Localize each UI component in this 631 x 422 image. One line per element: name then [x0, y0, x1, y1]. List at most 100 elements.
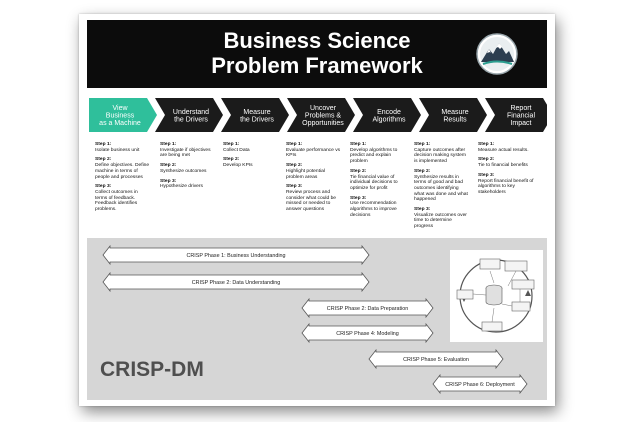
step-text: Measure actual results.	[478, 147, 529, 153]
stage-label-line: as a Machine	[99, 120, 141, 127]
steps-column-2: Step 1:Investigate if objectives are bei…	[160, 142, 216, 194]
step-text: Use recommendation algorithms to improve…	[350, 201, 397, 218]
crisp-cycle-diagram	[450, 250, 543, 342]
crisp-phase-arrow-5: CRISP Phase 5: Evaluation	[368, 348, 504, 370]
step-heading: Step 2:	[160, 163, 177, 169]
step-heading: Step 1:	[286, 142, 303, 147]
crisp-phase-label: CRISP Phase 2: Data Understanding	[192, 280, 281, 286]
stage-label-line: Encode	[377, 109, 401, 116]
crisp-phase-label: CRISP Phase 2: Data Preparation	[327, 306, 408, 312]
crisp-phase-label: CRISP Phase 5: Evaluation	[403, 357, 469, 363]
step-item: Step 1:Measure actual results.	[478, 142, 534, 153]
step-text: Define objectives. Define machine in ter…	[95, 163, 150, 180]
step-text: Collect outcomes in terms of feedback. F…	[95, 189, 138, 213]
step-heading: Step 2:	[414, 168, 431, 174]
step-item: Step 3:Collect outcomes in terms of feed…	[95, 184, 151, 213]
crisp-phase-label: CRISP Phase 1: Business Understanding	[186, 253, 285, 259]
step-heading: Step 2:	[223, 157, 240, 163]
mountain-logo-icon	[476, 33, 518, 75]
step-item: Step 3:Review process and consider what …	[286, 184, 342, 213]
title-line-2: Problem Framework	[211, 53, 423, 78]
step-heading: Step 3:	[478, 172, 495, 178]
step-heading: Step 1:	[223, 142, 240, 147]
crisp-phase-arrow-4: CRISP Phase 4: Modeling	[301, 322, 434, 344]
step-item: Step 3:Use recommendation algorithms to …	[350, 196, 406, 219]
stage-label-line: Understand	[173, 109, 209, 116]
step-heading: Step 2:	[95, 157, 112, 163]
step-text: Report financial benefit of algorithms t…	[478, 178, 534, 195]
step-item: Step 1:Evaluate performance vs KPIs	[286, 142, 342, 159]
steps-column-5: Step 1:Develop algorithms to predict and…	[350, 142, 406, 222]
step-heading: Step 3:	[414, 207, 431, 213]
stage-label-line: Report	[510, 105, 531, 112]
step-text: Isolate business unit	[95, 147, 140, 153]
step-text: Tie financial value of individual decisi…	[350, 174, 398, 191]
step-heading: Step 3:	[160, 178, 177, 184]
step-item: Step 1:Capture outcomes after decision m…	[414, 142, 470, 165]
stage-label-line: Problems &	[305, 113, 342, 120]
step-heading: Step 1:	[160, 142, 177, 147]
stage-label-line: View	[112, 105, 128, 112]
stage-label-line: the Drivers	[174, 116, 208, 123]
crisp-phase-arrow-2: CRISP Phase 2: Data Understanding	[102, 271, 370, 293]
step-heading: Step 1:	[478, 142, 495, 147]
step-heading: Step 3:	[350, 195, 367, 201]
steps-column-6: Step 1:Capture outcomes after decision m…	[414, 142, 470, 234]
step-item: Step 3:Visualize outcomes over time to d…	[414, 207, 470, 230]
crisp-phase-arrows: CRISP Phase 1: Business UnderstandingCRI…	[102, 244, 528, 395]
step-item: Step 1:Collect Data	[223, 142, 277, 153]
step-item: Step 3:Report financial benefit of algor…	[478, 173, 534, 196]
step-item: Step 1:Investigate if objectives are bei…	[160, 142, 216, 159]
step-item: Step 2:Define objectives. Define machine…	[95, 157, 151, 180]
step-item: Step 1:Isolate business unit	[95, 142, 151, 153]
stage-label-line: the Drivers	[240, 116, 274, 123]
stage-label-line: Financial	[507, 113, 535, 120]
stage-label-line: Algorithms	[372, 116, 406, 123]
crisp-phase-label: CRISP Phase 4: Modeling	[336, 331, 399, 337]
stage-label-line: Results	[443, 116, 467, 123]
step-heading: Step 2:	[478, 157, 495, 163]
step-item: Step 2:Develop KPIs	[223, 157, 277, 168]
crisp-phase-arrow-3: CRISP Phase 2: Data Preparation	[301, 297, 434, 319]
step-text: Evaluate performance vs KPIs	[286, 147, 341, 159]
step-item: Step 2:Tie to financial benefits	[478, 157, 534, 168]
step-heading: Step 3:	[286, 184, 303, 190]
step-text: Capture outcomes after decision making s…	[414, 147, 466, 165]
crisp-phase-label: CRISP Phase 6: Deployment	[445, 382, 515, 388]
stage-label-line: Uncover	[310, 105, 337, 112]
step-heading: Step 1:	[350, 142, 367, 147]
step-item: Step 2:Synthesize results in terms of go…	[414, 169, 470, 203]
crisp-dm-label: CRISP-DM	[100, 358, 204, 381]
step-text: Synthesize outcomes	[160, 168, 207, 174]
stage-label-line: Impact	[510, 120, 531, 127]
step-heading: Step 2:	[286, 163, 303, 169]
stage-label-line: Measure	[441, 109, 468, 116]
step-text: Visualize outcomes over time to determin…	[414, 212, 467, 230]
steps-column-7: Step 1:Measure actual results. Step 2:Tie…	[478, 142, 534, 200]
stage-label-line: Measure	[243, 109, 270, 116]
step-heading: Step 3:	[95, 184, 112, 190]
step-text: Synthesize results in terms of good and …	[414, 174, 468, 203]
step-item: Step 3:Hypothesize drivers	[160, 179, 216, 190]
step-text: Collect Data	[223, 147, 250, 153]
stage-label-line: Opportunities	[302, 120, 344, 127]
step-heading: Step 1:	[414, 142, 431, 147]
step-text: Review process and consider what could b…	[286, 189, 337, 213]
step-text: Develop algorithms to predict and explai…	[350, 147, 398, 165]
title-line-1: Business Science	[223, 28, 411, 53]
crisp-phase-arrow-1: CRISP Phase 1: Business Understanding	[102, 244, 370, 266]
stage-label-line: Business	[106, 113, 135, 120]
step-item: Step 2:Highlight potential problem areas	[286, 163, 342, 180]
